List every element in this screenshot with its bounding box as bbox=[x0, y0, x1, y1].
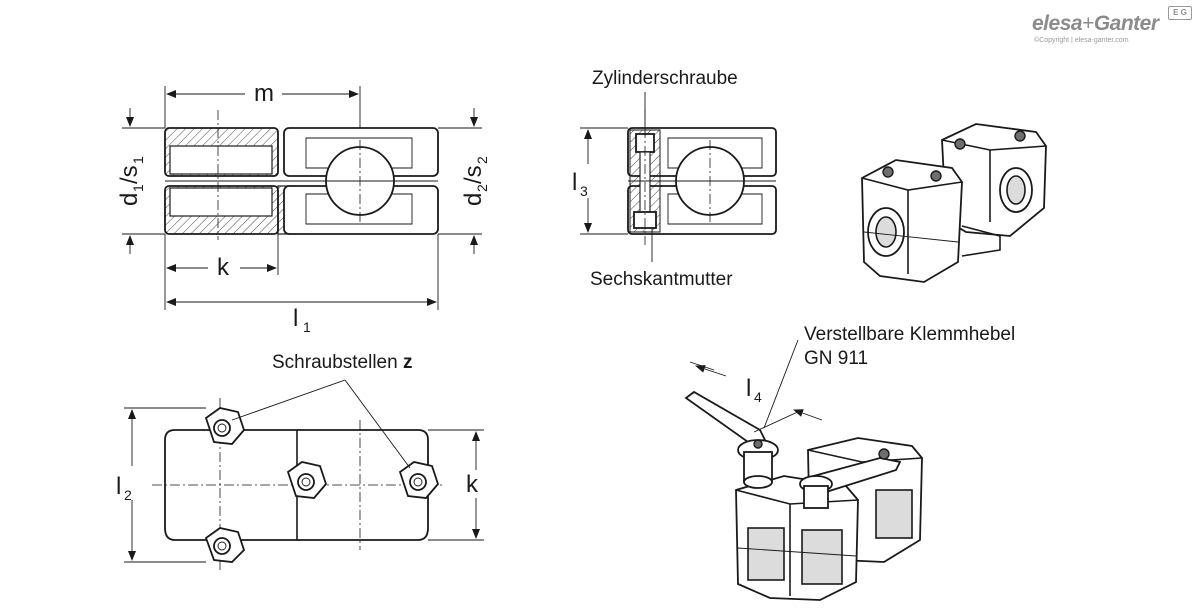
dim-l3: l bbox=[572, 169, 577, 196]
dim-l3-sub: 3 bbox=[580, 183, 588, 199]
dimension-labels: m k l 1 d 1 /s 1 d 2 /s 2 Zylinderschrau… bbox=[116, 68, 1015, 503]
logo-brand: elesa bbox=[1032, 12, 1083, 35]
logo-brand2: Ganter bbox=[1093, 12, 1159, 35]
dim-d2s2-d: d bbox=[460, 193, 487, 206]
label-sechskantmutter: Sechskantmutter bbox=[590, 269, 733, 290]
label-schraubstellen-text: Schraubstellen bbox=[272, 352, 403, 373]
section-view bbox=[580, 92, 777, 262]
dim-d2s2-sub1: 2 bbox=[474, 184, 490, 192]
dim-l4-sub: 4 bbox=[754, 389, 762, 405]
logo-badge: E G bbox=[1168, 6, 1192, 20]
dim-m: m bbox=[254, 80, 274, 107]
label-klemmhebel-2: GN 911 bbox=[804, 348, 868, 369]
hex-nut-right bbox=[398, 461, 440, 499]
isometric-clamp bbox=[861, 123, 1047, 283]
front-view bbox=[122, 86, 482, 310]
dim-d1s1-sub1: 1 bbox=[130, 184, 146, 192]
isometric-with-levers bbox=[684, 339, 923, 601]
dim-d1s1-sub2: 1 bbox=[130, 156, 146, 164]
dim-l1: l bbox=[293, 305, 298, 332]
hex-nut-bottom bbox=[204, 527, 246, 563]
dim-d1s1: d 1 /s 1 bbox=[116, 156, 146, 206]
dim-d2s2-sub2: 2 bbox=[474, 156, 490, 164]
dim-k-top: k bbox=[217, 254, 230, 281]
logo-plus: + bbox=[1082, 12, 1094, 35]
label-schraubstellen-z: z bbox=[403, 352, 413, 373]
logo-wordmark: elesa+Ganter bbox=[1032, 12, 1159, 36]
dim-d1s1-s: /s bbox=[116, 165, 143, 184]
label-klemmhebel-1: Verstellbare Klemmhebel bbox=[804, 324, 1015, 345]
hex-nut-top bbox=[204, 407, 246, 445]
dim-l1-sub: 1 bbox=[303, 319, 311, 335]
dim-d2s2-s: /s bbox=[460, 165, 487, 184]
label-zylinderschraube: Zylinderschraube bbox=[592, 68, 738, 89]
dim-d1s1-d: d bbox=[116, 193, 143, 206]
logo-copyright: ©Copyright | elesa-ganter.com bbox=[1034, 37, 1129, 44]
label-schraubstellen: Schraubstellen z bbox=[272, 352, 412, 373]
plan-view bbox=[124, 379, 484, 572]
dim-k-plan: k bbox=[466, 471, 479, 498]
hex-nut-left bbox=[286, 461, 328, 499]
brand-logo: elesa+Ganter ©Copyright | elesa-ganter.c… bbox=[1028, 6, 1196, 46]
dim-d2s2: d 2 /s 2 bbox=[460, 156, 490, 206]
dim-l4: l bbox=[746, 375, 751, 402]
dim-l2-sub: 2 bbox=[124, 487, 132, 503]
dim-l2: l bbox=[116, 473, 121, 500]
